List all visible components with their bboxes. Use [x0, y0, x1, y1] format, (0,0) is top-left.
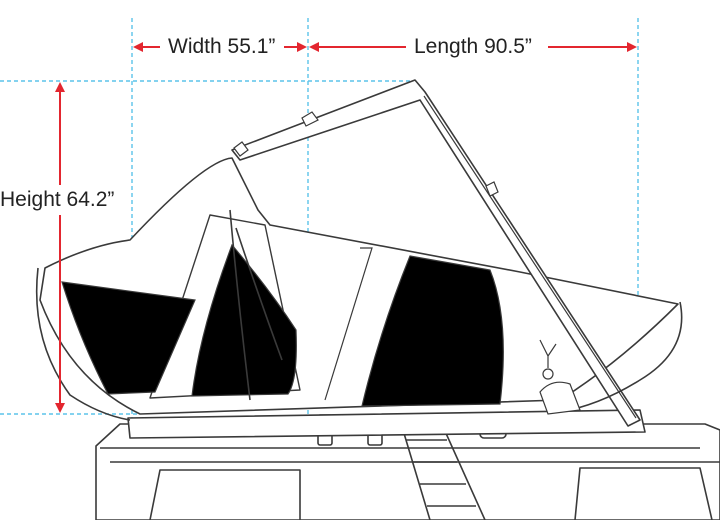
ladder-rail-left	[399, 419, 431, 520]
lid-rail	[423, 95, 637, 419]
vehicle-window-left	[149, 469, 301, 520]
awning-poles	[35, 209, 683, 421]
ladder-rail-right	[439, 419, 486, 520]
pole-front	[35, 267, 131, 421]
dimension-arrows	[55, 42, 637, 413]
hard-shell-lid	[231, 79, 641, 427]
ladder	[399, 419, 486, 520]
width-label: Width 55.1”	[168, 35, 276, 59]
ladder-rungs	[406, 439, 476, 507]
window-side	[361, 255, 504, 407]
height-label: Height 64.2”	[0, 188, 115, 212]
length-label: Length 90.5”	[414, 35, 532, 59]
guy-line	[229, 209, 251, 401]
tent-base	[127, 409, 646, 439]
guy-line	[235, 227, 283, 361]
door-panel-seam	[324, 247, 373, 401]
lid-hinge	[485, 181, 499, 197]
window-left	[61, 281, 196, 395]
window-door	[191, 243, 297, 397]
rear-strap-icon	[539, 339, 557, 380]
lid-hinge	[301, 111, 319, 127]
bedding-roll	[539, 381, 581, 415]
vehicle-window-right	[574, 467, 713, 520]
pole-rear	[559, 301, 683, 413]
lid-hinge	[233, 141, 249, 157]
